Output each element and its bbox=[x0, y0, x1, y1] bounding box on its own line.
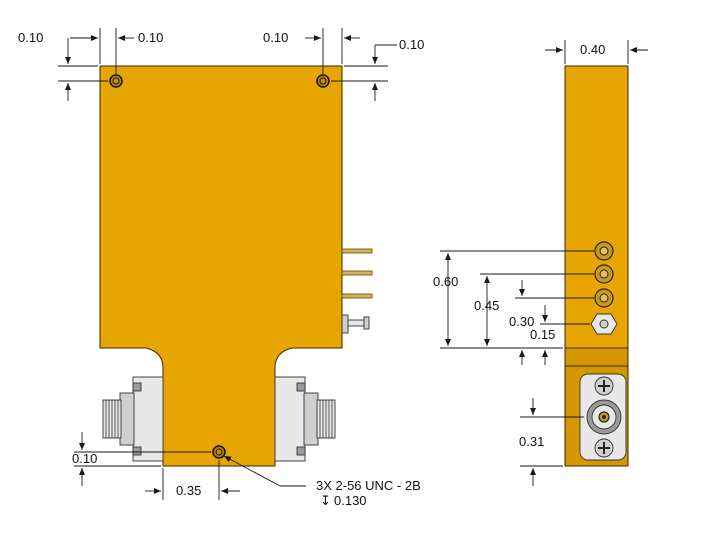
callout-depth: 0.130 bbox=[334, 493, 367, 508]
sma-flange-side bbox=[579, 373, 627, 461]
dim-side-031: 0.31 bbox=[519, 434, 544, 449]
ground-nut bbox=[590, 313, 618, 335]
dim-side-060: 0.60 bbox=[433, 274, 458, 289]
dim-side-015: 0.15 bbox=[530, 327, 555, 342]
front-view bbox=[99, 65, 373, 467]
dim-top-right-h: 0.10 bbox=[263, 30, 288, 45]
side-body-upper bbox=[564, 65, 629, 349]
dim-top-left-h: 0.10 bbox=[18, 30, 43, 45]
front-dimensions: 0.10 0.10 0.10 0.10 0.10 0.35 3X 2-56 UN… bbox=[18, 28, 424, 508]
pin-1 bbox=[341, 248, 373, 254]
housing-body bbox=[99, 65, 343, 467]
pin-group bbox=[341, 248, 373, 299]
sma-connector-left bbox=[102, 376, 164, 462]
sma-connector-right bbox=[274, 376, 336, 462]
side-view bbox=[564, 65, 629, 467]
callout-depth-symbol: ↧ bbox=[320, 493, 331, 508]
feedthrough-2 bbox=[594, 264, 614, 284]
callout-thread: 3X 2-56 UNC - 2B bbox=[316, 478, 421, 493]
dim-side-030: 0.30 bbox=[509, 314, 534, 329]
mounting-hole-top-right bbox=[316, 74, 330, 88]
dim-side-width: 0.40 bbox=[580, 42, 605, 57]
mounting-hole-bottom bbox=[212, 445, 226, 459]
dim-bottom-v: 0.10 bbox=[72, 451, 97, 466]
feedthrough-1 bbox=[594, 241, 614, 261]
pin-3 bbox=[341, 293, 373, 299]
dim-bottom-h: 0.35 bbox=[176, 483, 201, 498]
ground-screw bbox=[341, 314, 370, 334]
feedthrough-3 bbox=[594, 288, 614, 308]
dim-top-left-h2: 0.10 bbox=[138, 30, 163, 45]
side-dimensions: 0.40 0.60 0.45 0.30 0.15 0.31 bbox=[433, 40, 648, 486]
pin-2 bbox=[341, 270, 373, 276]
mounting-hole-top-left bbox=[109, 74, 123, 88]
dim-side-045: 0.45 bbox=[474, 298, 499, 313]
dim-top-right-v: 0.10 bbox=[399, 37, 424, 52]
